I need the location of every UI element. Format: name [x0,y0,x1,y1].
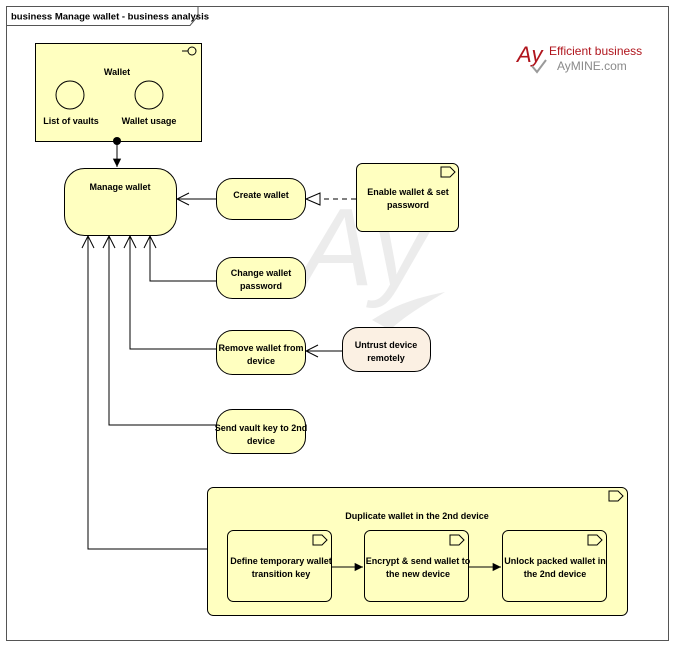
enable-wallet-node[interactable] [356,163,459,232]
step-2-activity-icon [449,534,465,546]
edge-sendkey-manage [109,236,216,426]
duplicate-step-1-label-2: transition key [252,569,311,579]
send-vault-key-label-1: Send vault key to 2nd [215,423,308,433]
change-password-label-2: password [240,281,282,291]
logo: Ay Efficient business AyMINE.com [515,42,642,74]
manage-wallet-label: Manage wallet [89,182,150,192]
duplicate-title: Duplicate wallet in the 2nd device [345,511,489,521]
untrust-device-label-2: remotely [367,353,405,363]
untrust-device-label-1: Untrust device [355,340,418,350]
duplicate-step-3-label-1: Unlock packed wallet in [504,556,606,566]
logo-line2: AyMINE.com [557,59,627,73]
duplicate-step-2[interactable] [364,530,469,602]
edge-remove-manage [130,236,216,350]
enable-wallet-activity-icon [440,166,456,178]
manage-wallet-node[interactable] [64,168,177,236]
duplicate-step-2-label-1: Encrypt & send wallet to [366,556,471,566]
edge-duplicate-manage [88,236,207,550]
frame-title: business Manage wallet - business analys… [11,12,209,23]
change-password-label-1: Change wallet [231,268,292,278]
wallet-title: Wallet [104,67,130,77]
duplicate-step-1-label-1: Define temporary wallet [230,556,332,566]
watermark-swoosh [372,292,445,330]
send-vault-key-label-2: device [247,436,275,446]
interface-icon [182,46,197,56]
duplicate-step-3-label-2: the 2nd device [524,569,587,579]
wallet-port-right[interactable] [134,80,164,110]
step-3-activity-icon [587,534,603,546]
untrust-device-node[interactable] [342,327,431,372]
logo-check-icon [531,59,547,74]
logo-line1: Efficient business [549,44,642,58]
change-password-node[interactable] [216,257,306,299]
wallet-left-label: List of vaults [43,116,99,126]
edge-change-manage [150,236,216,282]
duplicate-activity-icon [608,490,624,502]
wallet-port-left[interactable] [55,80,85,110]
send-vault-key-node[interactable] [216,409,306,454]
frame-title-tab [6,6,199,26]
wallet-right-label: Wallet usage [122,116,177,126]
enable-wallet-label-1: Enable wallet & set [367,187,449,197]
remove-wallet-label-1: Remove wallet from [218,343,303,353]
remove-wallet-label-2: device [247,356,275,366]
duplicate-step-3[interactable] [502,530,607,602]
enable-wallet-label-2: password [387,200,429,210]
logo-mark: Ay [515,42,544,67]
step-1-activity-icon [312,534,328,546]
duplicate-step-2-label-2: the new device [386,569,450,579]
duplicate-step-1[interactable] [227,530,332,602]
create-wallet-label: Create wallet [233,190,289,200]
